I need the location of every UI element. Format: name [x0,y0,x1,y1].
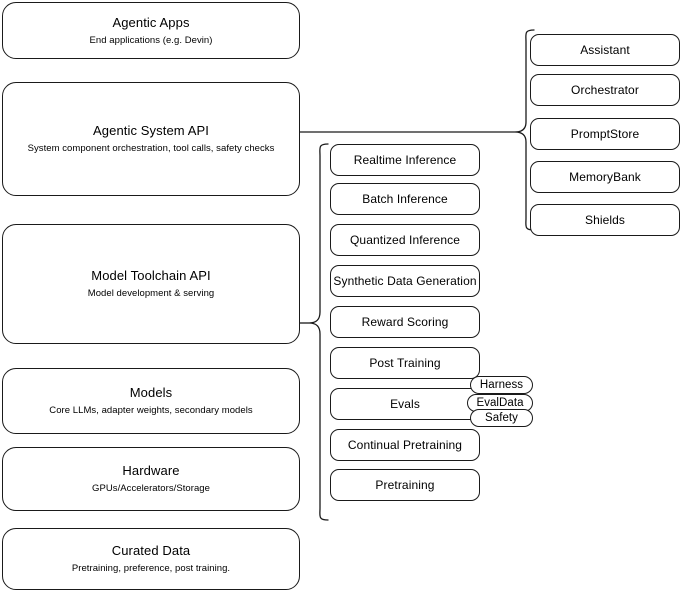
layer-subtitle: End applications (e.g. Devin) [89,34,213,46]
evals-tag-label: Harness [479,378,524,391]
layer-title: Agentic Apps [112,14,190,30]
component-assistant[interactable]: Assistant [530,34,680,66]
component-label: Orchestrator [571,83,639,97]
layer-title: Curated Data [111,543,191,558]
evals-tag-label: EvalData [476,396,524,409]
evals-tag-safety[interactable]: Safety [470,409,533,427]
layer-subtitle: Model development & serving [87,288,215,299]
component-memorybank[interactable]: MemoryBank [530,161,680,193]
layer-model-toolchain-api[interactable]: Model Toolchain API Model development & … [2,224,300,344]
layer-subtitle: Pretraining, preference, post training. [71,563,231,574]
component-label: Post Training [369,356,441,370]
layer-hardware[interactable]: Hardware GPUs/Accelerators/Storage [2,447,300,511]
brace-toolchain-components [308,143,329,521]
layer-title: Models [129,385,173,400]
component-label: Batch Inference [362,192,448,206]
layer-subtitle: Core LLMs, adapter weights, secondary mo… [49,405,253,416]
component-label: Reward Scoring [361,315,449,329]
connector-line-system-api [300,131,515,133]
layer-title: Agentic System API [93,123,209,138]
component-label: Realtime Inference [353,153,457,167]
component-pretraining[interactable]: Pretraining [330,469,480,501]
component-orchestrator[interactable]: Orchestrator [530,74,680,106]
component-label: Evals [390,397,420,411]
layer-subtitle: GPUs/Accelerators/Storage [92,483,210,494]
evals-tag-harness[interactable]: Harness [470,376,533,394]
brace-system-components [514,29,535,231]
component-label: Pretraining [375,478,435,492]
layer-title: Hardware [122,463,180,478]
component-evals[interactable]: Evals [330,388,480,420]
layer-agentic-apps[interactable]: Agentic Apps End applications (e.g. Devi… [2,2,300,59]
component-label: Quantized Inference [350,233,460,247]
component-continual-pretraining[interactable]: Continual Pretraining [330,429,480,461]
component-shields[interactable]: Shields [530,204,680,236]
component-batch-inference[interactable]: Batch Inference [330,183,480,215]
layer-title: Model Toolchain API [91,268,211,283]
component-label: Shields [584,213,626,227]
component-post-training[interactable]: Post Training [330,347,480,379]
component-synthetic-data-generation[interactable]: Synthetic Data Generation [330,265,480,297]
layer-models[interactable]: Models Core LLMs, adapter weights, secon… [2,368,300,434]
component-quantized-inference[interactable]: Quantized Inference [330,224,480,256]
component-label: Synthetic Data Generation [333,274,477,288]
component-realtime-inference[interactable]: Realtime Inference [330,144,480,176]
layer-curated-data[interactable]: Curated Data Pretraining, preference, po… [2,528,300,590]
component-label: MemoryBank [569,170,641,184]
component-label: Continual Pretraining [347,438,463,452]
component-label: PromptStore [570,127,640,141]
component-label: Assistant [580,43,630,57]
component-reward-scoring[interactable]: Reward Scoring [330,306,480,338]
layer-subtitle: System component orchestration, tool cal… [27,143,275,154]
component-promptstore[interactable]: PromptStore [530,118,680,150]
layer-agentic-system-api[interactable]: Agentic System API System component orch… [2,82,300,196]
evals-tag-label: Safety [485,411,518,424]
